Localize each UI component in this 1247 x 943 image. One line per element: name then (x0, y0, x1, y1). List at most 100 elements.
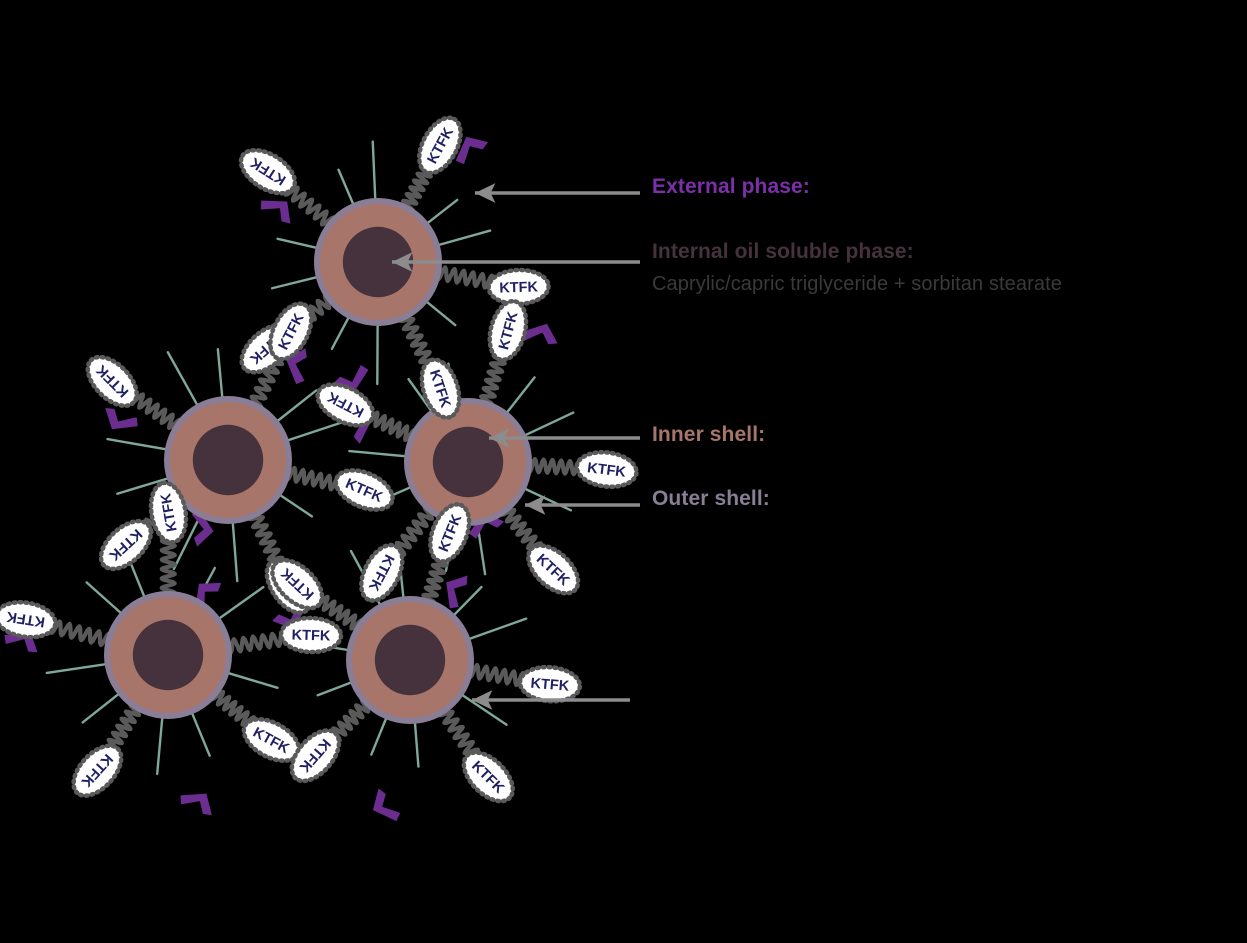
hydrophilic-tail (275, 389, 318, 423)
legend-inner-shell-label: Inner shell: (652, 423, 766, 446)
hydrophilic-tail (45, 662, 108, 675)
capsule-outline (526, 543, 581, 596)
hydrophilic-tail (106, 437, 169, 451)
spring-linker (525, 457, 583, 477)
hydrophilic-tail (81, 692, 121, 724)
legend-outer-shell-label: Outer shell: (652, 487, 770, 510)
legend-panel: External phase: Internal oil soluble pha… (652, 0, 1247, 943)
hydrophilic-tail (216, 347, 224, 400)
internal-oil-phase-core (192, 424, 264, 496)
hydrophilic-tail (172, 514, 202, 571)
external-phase-glyph (180, 793, 212, 816)
capsule-outline (148, 480, 189, 545)
spring-linker (435, 265, 496, 290)
hydrophilic-tail (190, 711, 211, 757)
hydrophilic-tail (371, 140, 377, 202)
internal-oil-phase-core (342, 226, 414, 298)
peptide-capsule: KTFK (428, 502, 472, 564)
peptide-capsule: KTFK (238, 147, 298, 196)
spring-linker (467, 662, 527, 688)
droplet-bottom-left (104, 591, 232, 719)
capsule-outline (278, 615, 344, 655)
hydrophilic-tail (155, 715, 164, 776)
hydrophilic-tail (226, 671, 279, 690)
spring-linker (106, 702, 142, 753)
capsule-outline (419, 357, 462, 420)
peptide-capsule: KTFK (526, 543, 581, 596)
hydrophilic-tail (413, 720, 420, 768)
hydrophilic-tail (425, 198, 459, 225)
capsule-outline (0, 600, 58, 640)
droplet-mid-left (164, 396, 292, 524)
capsule-label: KTFK (499, 279, 539, 296)
external-phase-glyph (522, 323, 558, 345)
internal-oil-phase-core (374, 624, 446, 696)
hydrophilic-tail (285, 421, 344, 442)
leader-arrows-layer (392, 183, 640, 710)
legend-internal-phase-label: Internal oil soluble phase: (652, 240, 914, 263)
capsule-outline (71, 743, 124, 798)
hydrophilic-tail (278, 493, 314, 518)
hydrophilic-tail (330, 315, 351, 351)
external-phase-glyph (446, 575, 468, 609)
hydrophilic-tail (217, 585, 265, 621)
droplet-mid-right (404, 398, 532, 526)
spring-linker (365, 410, 417, 443)
external-phase-glyph (372, 788, 401, 822)
capsule-outline (315, 382, 376, 428)
hydrophilic-tail (505, 376, 536, 415)
peptide-capsule: KTFK (574, 449, 639, 490)
hydrophilic-tail (348, 449, 408, 458)
peptide-capsule: KTFK (419, 357, 462, 420)
capsule-label: KTFK (291, 627, 331, 644)
peptide-capsule: KTFK (148, 480, 189, 545)
spring-linker (247, 511, 285, 565)
legend-external-phase-label: External phase: (652, 175, 810, 198)
peptide-capsule: KTFK (241, 717, 302, 763)
peptide-capsule: KTFK (486, 267, 551, 307)
peptide-capsule: KTFK (517, 664, 583, 704)
hydrophilic-tails-layer (45, 140, 575, 776)
capsule-label: KTFK (5, 608, 46, 630)
spring-linker (159, 536, 177, 598)
spring-linker (284, 465, 341, 492)
hydrophilic-tail (467, 617, 528, 641)
capsule-label: KTFK (586, 460, 627, 481)
capsule-outline (270, 557, 325, 611)
spring-linker (283, 185, 336, 227)
hydrophilic-tail (337, 168, 355, 207)
capsule-label: KTFK (530, 676, 570, 695)
capsule-outline (238, 147, 298, 196)
spring-linker (401, 164, 433, 213)
hydrophilic-tail (452, 585, 483, 617)
spring-linker (331, 697, 371, 743)
capsule-outline (574, 449, 639, 490)
spring-linker (421, 555, 449, 606)
internal-oil-phase-core (132, 619, 204, 691)
capsule-outline (98, 518, 154, 572)
droplet-top (314, 198, 442, 326)
capsule-outline (359, 542, 405, 603)
external-phase-glyph (260, 200, 291, 224)
internal-oil-phase-core (432, 426, 504, 498)
hydrophilic-tail (316, 680, 354, 697)
spring-linker (499, 506, 543, 552)
capsule-label: KTFK (158, 492, 180, 533)
peptide-capsule: KTFK (315, 382, 376, 428)
hydrophilic-tail (436, 229, 492, 247)
spring-linker (314, 594, 365, 631)
external-phase-glyph (105, 407, 138, 430)
external-phase-glyph (191, 509, 214, 547)
hydrophilic-tail (270, 275, 320, 290)
hydrophilic-tail (166, 351, 199, 408)
spring-linker (209, 689, 256, 727)
peptide-capsule: KTFK (359, 542, 405, 603)
capsule-outline (487, 298, 529, 363)
peptide-capsule: KTFK (487, 298, 529, 363)
hydrophilic-tail (424, 300, 457, 327)
peptide-capsule: KTFK (416, 115, 463, 176)
hydrophilic-tail (116, 476, 170, 495)
legend-internal-phase-sublabel: Caprylic/capric triglyceride + sorbitan … (652, 273, 1062, 295)
